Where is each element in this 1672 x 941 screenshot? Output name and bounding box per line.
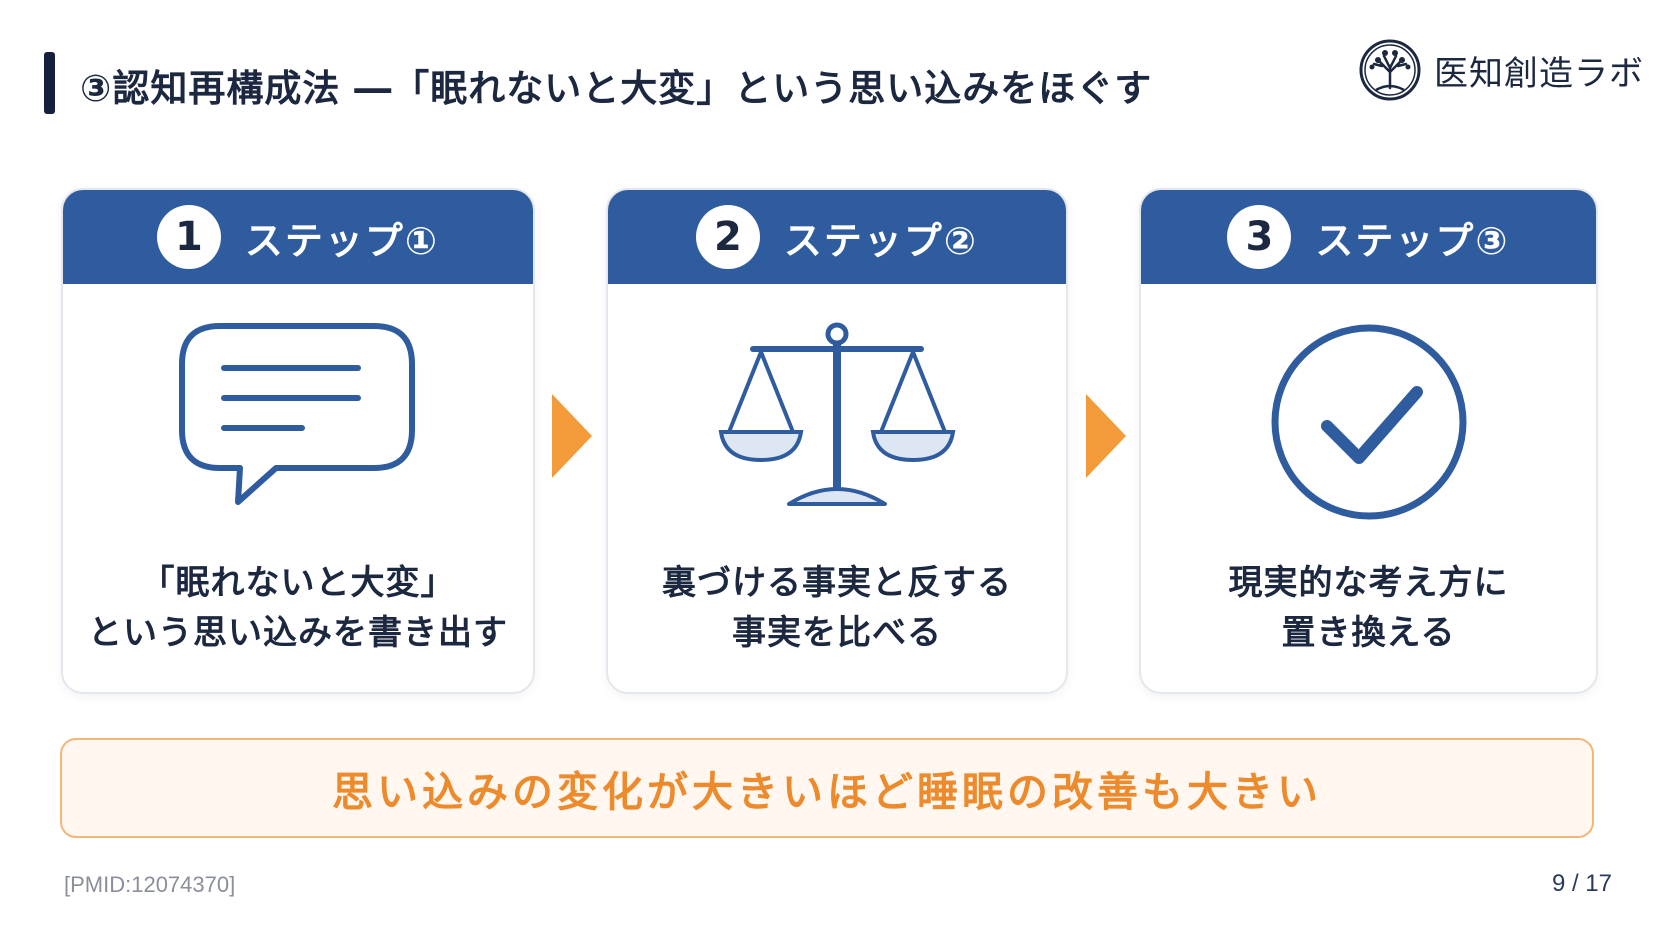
step-description-line2: 置き換える — [1281, 613, 1456, 653]
step-card-1: 1 ステップ① 「眠れないと大変」 という思い込みを書き出す — [61, 188, 535, 694]
key-message-banner: 思い込みの変化が大きいほど睡眠の改善も大きい — [60, 738, 1594, 838]
brand-name: 医知創造ラボ — [1434, 53, 1644, 94]
step-card-3: 3 ステップ③ 現実的な考え方に 置き換える — [1139, 188, 1598, 694]
step-label: ステップ③ — [1315, 218, 1510, 263]
step-description-line1: 「眠れないと大変」 — [140, 563, 456, 603]
step-description: 現実的な考え方に 置き換える — [1141, 558, 1596, 658]
step-number: 1 — [156, 205, 221, 269]
title-accent-bar — [44, 52, 55, 114]
step-number: 2 — [695, 205, 760, 269]
step-header: 3 ステップ③ — [1141, 190, 1596, 284]
arrow-right-icon — [1086, 394, 1126, 478]
page-number: 9 / 17 — [1551, 870, 1612, 897]
step-number: 3 — [1227, 205, 1292, 269]
brand-logo: 医知創造ラボ — [1358, 38, 1644, 102]
step-description-line1: 現実的な考え方に — [1228, 563, 1509, 603]
step-description-line2: 事実を比べる — [732, 613, 942, 653]
arrow-right-icon — [552, 394, 592, 478]
step-description-line2: という思い込みを書き出す — [88, 613, 508, 653]
step-description: 「眠れないと大変」 という思い込みを書き出す — [63, 558, 533, 658]
step-description: 裏づける事実と反する 事実を比べる — [608, 558, 1066, 658]
speech-bubble-icon — [179, 323, 415, 505]
page-title: ③認知再構成法 ―「眠れないと大変」という思い込みをほぐす — [80, 67, 1153, 110]
balance-scale-icon — [718, 322, 956, 506]
step-label: ステップ① — [244, 218, 440, 263]
tree-icon — [1359, 39, 1421, 101]
step-label: ステップ② — [783, 218, 979, 263]
step-header: 1 ステップ① — [63, 190, 533, 284]
step-header: 2 ステップ② — [608, 190, 1066, 284]
check-circle-icon — [1271, 324, 1466, 520]
key-message-text: 思い込みの変化が大きいほど睡眠の改善も大きい — [332, 768, 1322, 816]
source-citation: [PMID:12074370] — [64, 872, 236, 897]
step-description-line1: 裏づける事実と反する — [662, 563, 1012, 603]
step-card-2: 2 ステップ② 裏づける事実と反する 事実を比べる — [606, 188, 1068, 694]
